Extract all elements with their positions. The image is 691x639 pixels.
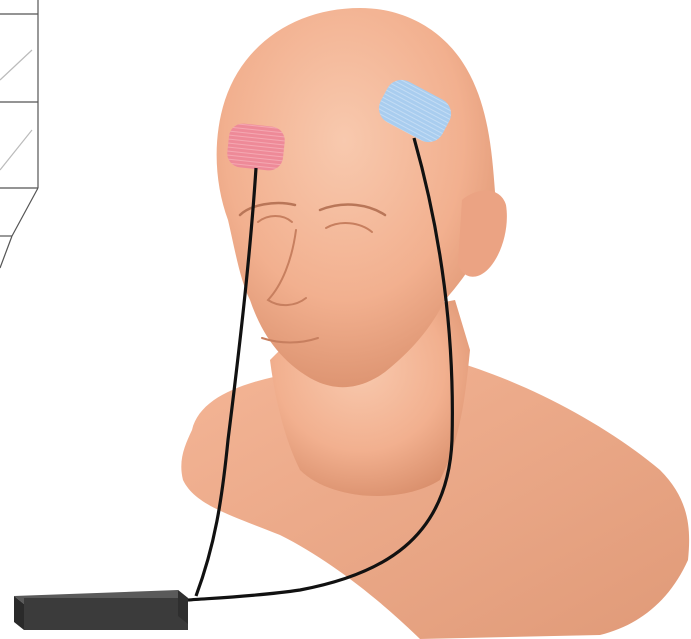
ear <box>458 190 507 276</box>
anode-electrode-icon <box>226 122 286 172</box>
wireframe-grid <box>0 0 38 268</box>
stimulator-box-icon <box>14 590 188 630</box>
